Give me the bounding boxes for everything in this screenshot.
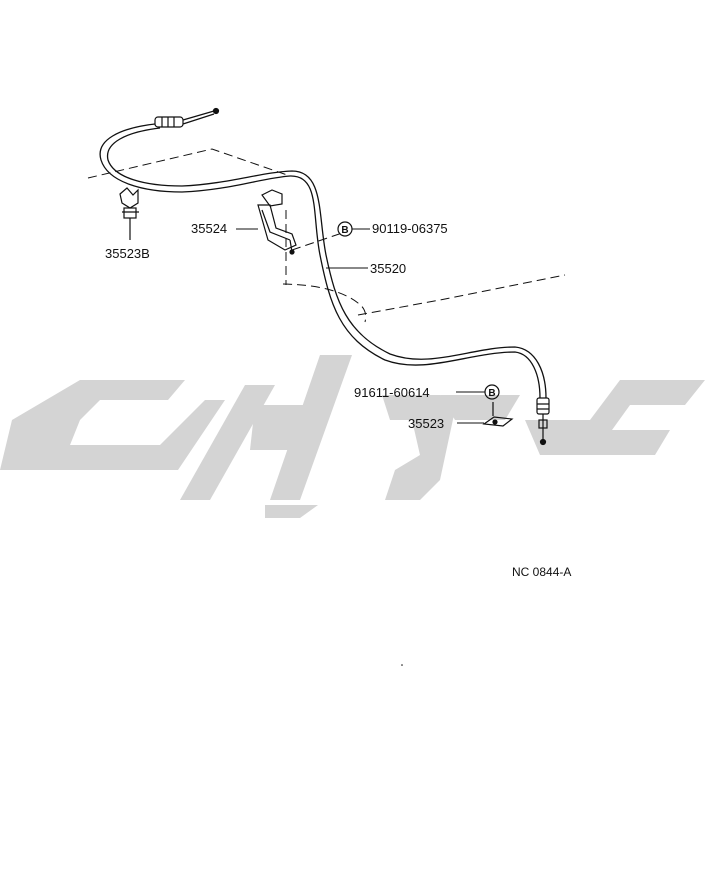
control-cable <box>99 123 547 399</box>
label-35523: 35523 <box>408 416 444 431</box>
svg-text:B: B <box>341 225 348 236</box>
clamp-35523 <box>482 402 514 427</box>
svg-text:B: B <box>488 388 495 399</box>
label-90119-06375: 90119-06375 <box>372 221 448 236</box>
label-35524: 35524 <box>191 221 227 236</box>
watermark-logo <box>0 355 705 518</box>
cable-end-lower <box>536 397 550 446</box>
reference-code: NC 0844-A <box>512 565 571 579</box>
label-35523b: 35523B <box>105 246 150 261</box>
bolt-marker-lower: B <box>484 384 500 400</box>
cable-end-upper <box>154 107 220 128</box>
clip-35523b <box>119 187 139 240</box>
bracket-35524 <box>257 189 297 255</box>
label-91611-60614: 91611-60614 <box>354 385 430 400</box>
body-outline <box>87 148 566 323</box>
bolt-marker-upper: B <box>337 221 353 237</box>
label-35520: 35520 <box>370 261 406 276</box>
leader-lines <box>236 228 485 424</box>
stray-dot <box>401 664 403 666</box>
